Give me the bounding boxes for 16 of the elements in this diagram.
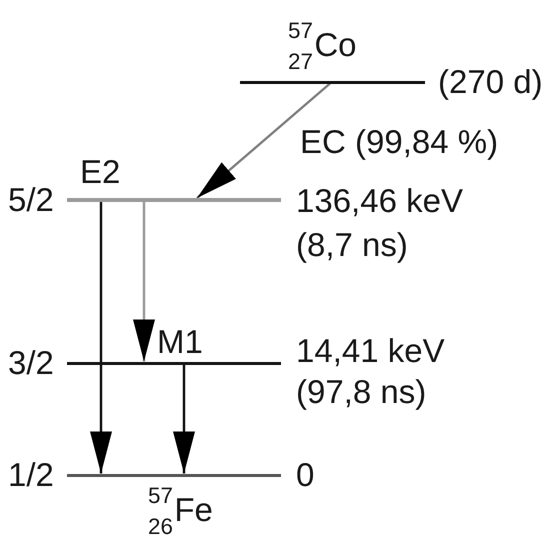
arrow bbox=[90, 202, 112, 474]
half-life-label: (270 d) bbox=[438, 63, 543, 101]
energy-label: 0 bbox=[296, 456, 314, 494]
edge-label: M1 bbox=[157, 323, 203, 361]
arrow bbox=[196, 82, 331, 199]
arrow bbox=[133, 202, 155, 362]
arrow bbox=[173, 364, 195, 474]
spin-label: 5/2 bbox=[8, 181, 54, 219]
spin-label: 1/2 bbox=[8, 456, 54, 494]
spin-label: 3/2 bbox=[8, 344, 54, 382]
edge-label: EC (99,84 %) bbox=[300, 123, 498, 161]
energy-label: 14,41 keV bbox=[296, 332, 445, 370]
half-life-label: (97,8 ns) bbox=[296, 373, 426, 411]
energy-label: 136,46 keV bbox=[296, 182, 463, 220]
half-life-label: (8,7 ns) bbox=[296, 226, 408, 264]
edge-label: E2 bbox=[80, 153, 120, 191]
